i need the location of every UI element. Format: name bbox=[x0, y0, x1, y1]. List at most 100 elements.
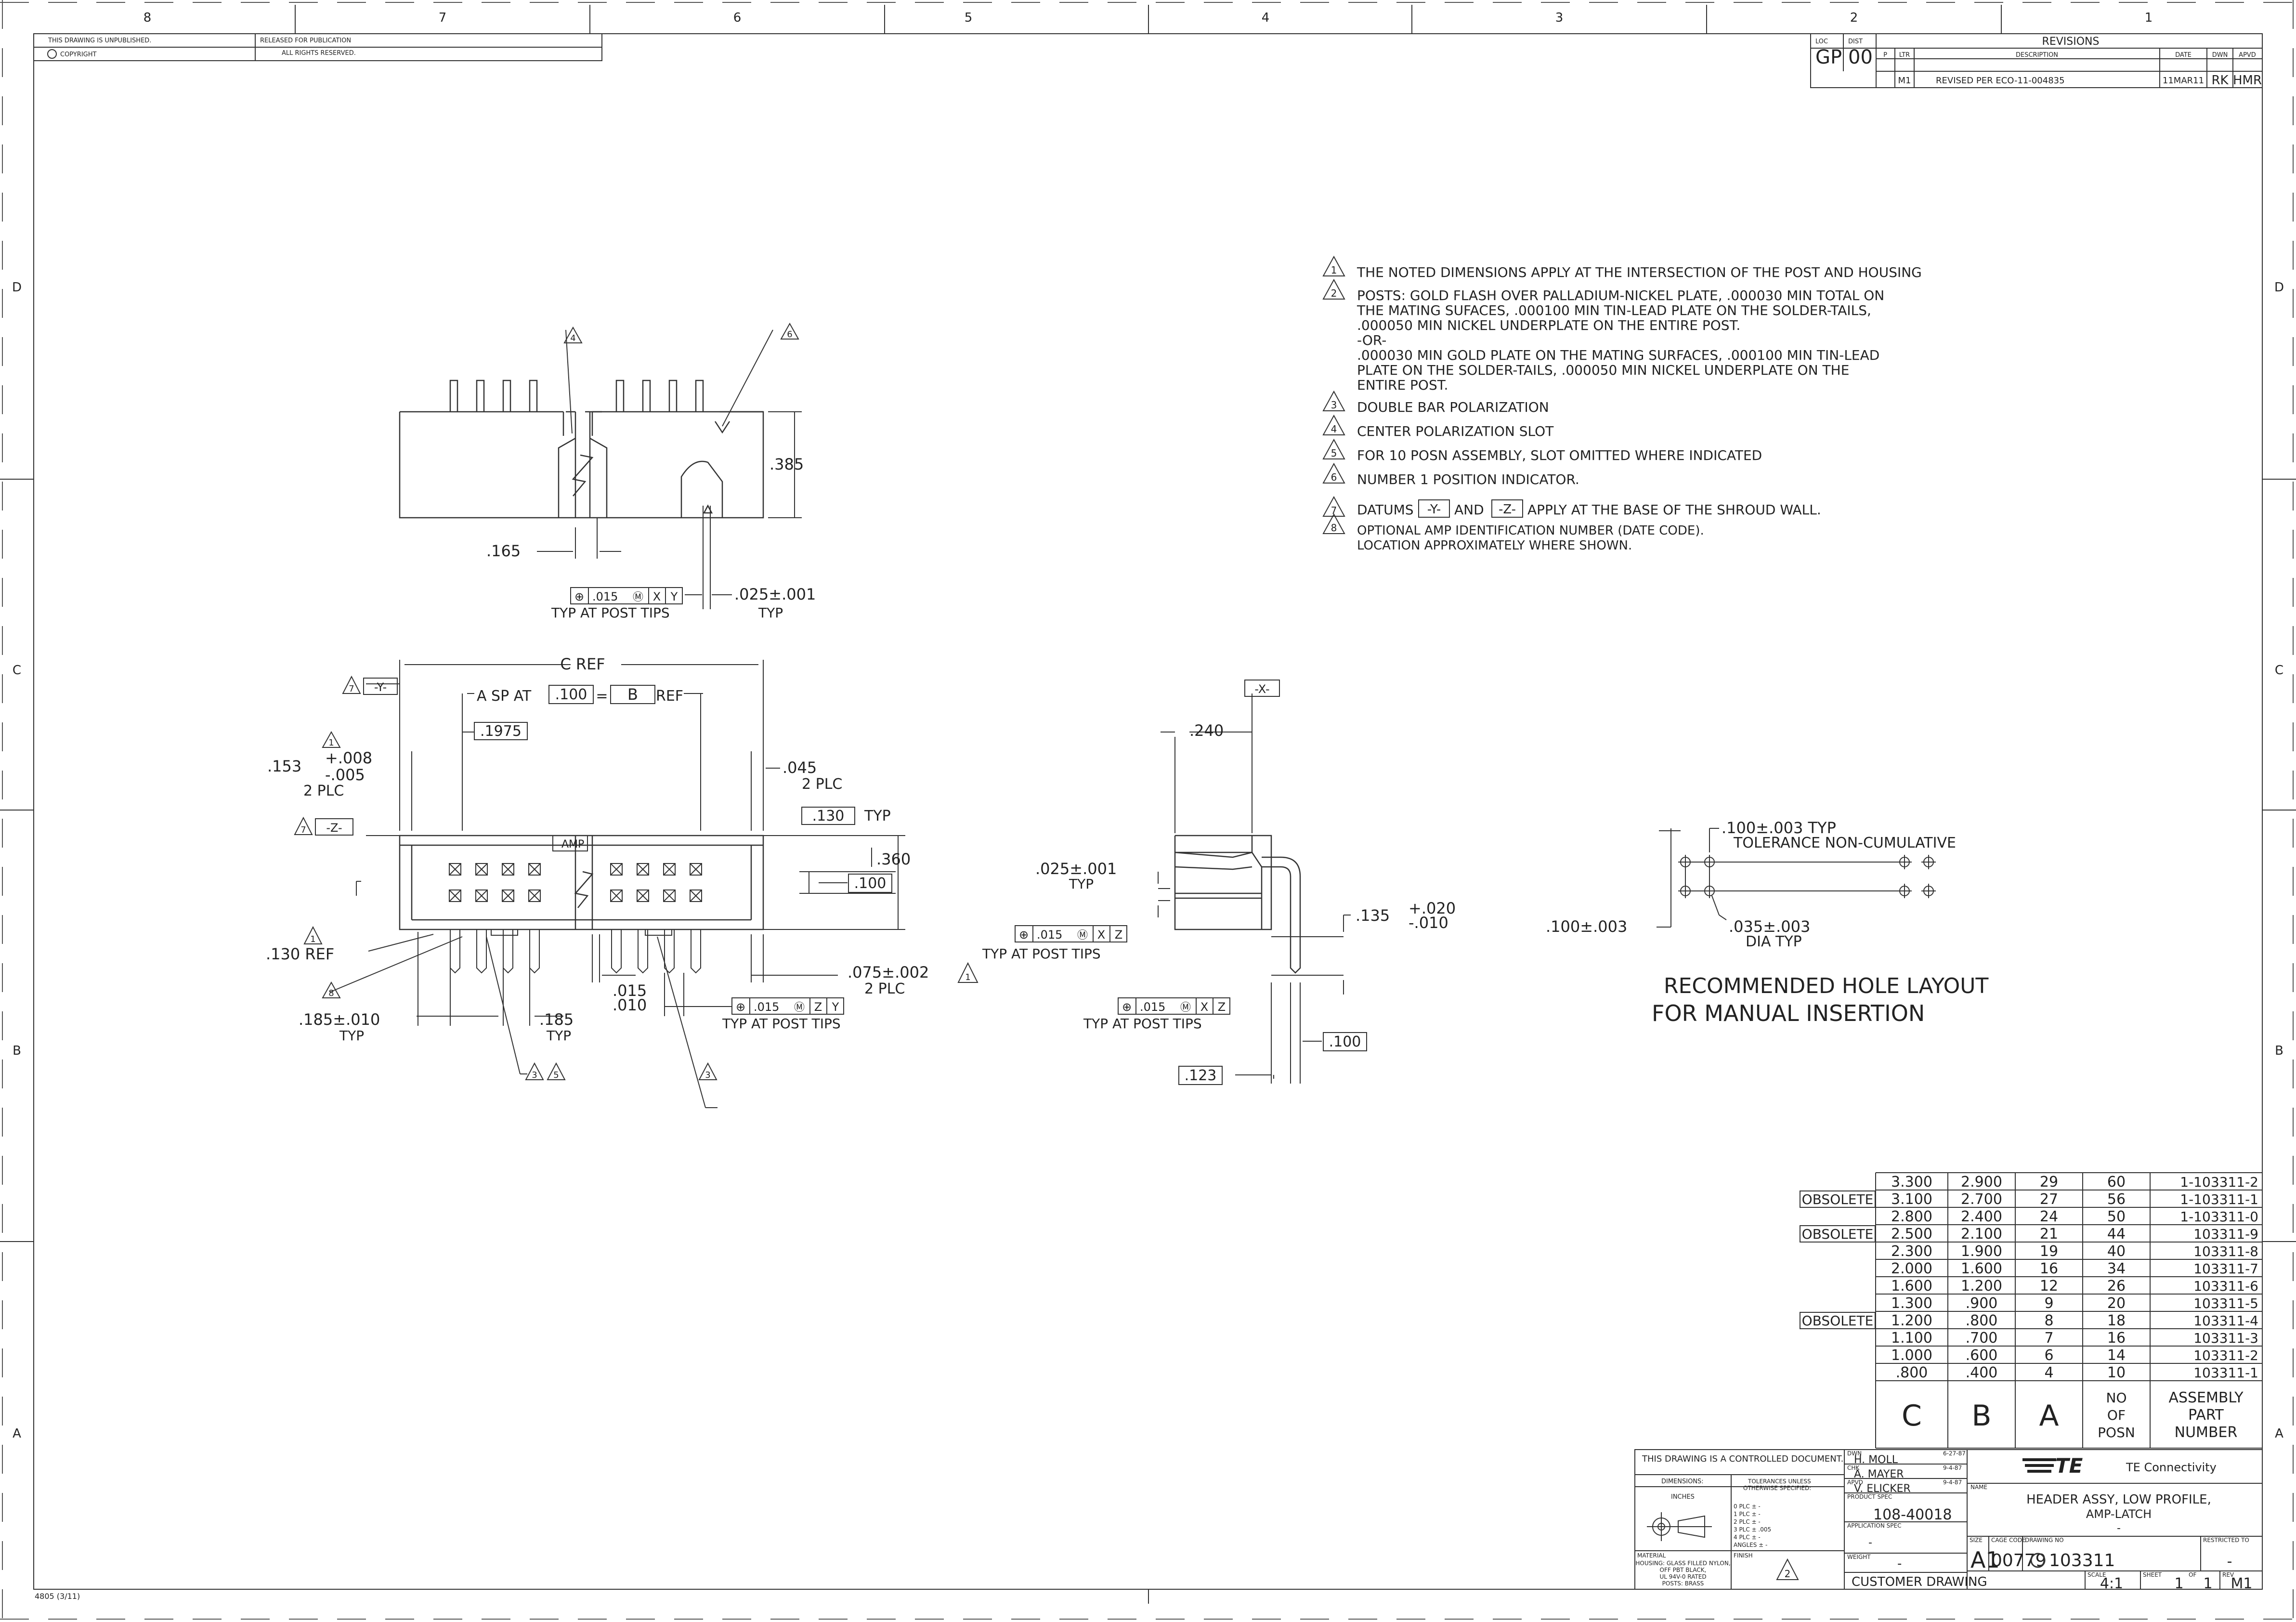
front-flag-1b bbox=[303, 926, 323, 944]
cell-b: 2.700 bbox=[1961, 1191, 2002, 1208]
row-label-a: A bbox=[13, 1426, 21, 1441]
cell-a: 7 bbox=[2044, 1330, 2053, 1347]
note-4-line: CENTER POLARIZATION SLOT bbox=[1357, 423, 1554, 439]
of-value: 1 bbox=[2203, 1575, 2212, 1592]
note-flag-7-num: 7 bbox=[1331, 505, 1337, 516]
restricted-label: RESTRICTED TO bbox=[2203, 1537, 2249, 1544]
note-flag-3 bbox=[1322, 390, 1345, 411]
pin-cell bbox=[502, 863, 514, 876]
of-label: OF bbox=[2189, 1571, 2196, 1578]
front-flag-7b-num: 7 bbox=[300, 825, 306, 835]
side-fcf-2: ⊕ .015 Ⓜ X Z bbox=[1118, 997, 1230, 1015]
revisions-heading: REVISIONS bbox=[2042, 36, 2100, 48]
front-d-015: .015 bbox=[613, 981, 647, 1000]
cell-a: 6 bbox=[2044, 1347, 2053, 1364]
cell-a: 19 bbox=[2040, 1243, 2058, 1260]
drawing-name-3: - bbox=[2117, 1522, 2121, 1534]
front-typ-b: TYP bbox=[339, 1028, 364, 1044]
size-label: SIZE bbox=[1970, 1537, 1983, 1544]
cell-b: 2.900 bbox=[1961, 1174, 2002, 1190]
finish-label: FINISH bbox=[1734, 1552, 1753, 1559]
side-fcf2-d1: X bbox=[1200, 1000, 1208, 1014]
front-fcf-d1: Z bbox=[814, 1000, 822, 1014]
dwn-label: DWN bbox=[1847, 1450, 1862, 1457]
front-2plc-a: 2 PLC bbox=[303, 783, 344, 799]
revisions-block: REVISIONS LOC DIST GP 00 P LTR DESCRIPTI… bbox=[1810, 33, 2263, 88]
material-1: HOUSING: GLASS FILLED NYLON, bbox=[1635, 1560, 1730, 1567]
obsolete-badge: OBSOLETE bbox=[1802, 1191, 1874, 1207]
front-d-1975: .1975 bbox=[480, 723, 522, 740]
cell-a: 4 bbox=[2044, 1364, 2053, 1381]
row-label-b: B bbox=[13, 1044, 21, 1058]
pin-cell bbox=[663, 889, 676, 902]
app-spec: - bbox=[1868, 1537, 1872, 1549]
inches-label: INCHES bbox=[1671, 1493, 1695, 1501]
scale-value: 4:1 bbox=[2100, 1575, 2123, 1592]
apvd-label: APVD bbox=[1847, 1479, 1863, 1486]
chk-label: CHK bbox=[1847, 1465, 1860, 1471]
note-flag-4-num: 4 bbox=[1331, 423, 1337, 435]
dist-label: DIST bbox=[1848, 38, 1863, 45]
cell-c: 3.300 bbox=[1891, 1174, 1932, 1190]
cell-posn: 60 bbox=[2107, 1174, 2126, 1190]
front-d-130ref: .130 REF bbox=[266, 945, 334, 963]
note-2-line: POSTS: GOLD FLASH OVER PALLADIUM-NICKEL … bbox=[1357, 288, 1884, 303]
side-datum-x: -X- bbox=[1254, 682, 1269, 696]
cell-b: .800 bbox=[1966, 1312, 1998, 1329]
finish-flag bbox=[1776, 1558, 1799, 1580]
table-head-pn-2: PART bbox=[2188, 1407, 2224, 1424]
rev-head-dwn: DWN bbox=[2212, 52, 2228, 59]
cell-b: 2.400 bbox=[1961, 1208, 2002, 1225]
mmc-icon: Ⓜ bbox=[633, 591, 643, 603]
table-head-a: A bbox=[2039, 1399, 2059, 1433]
hole-caption-1: RECOMMENDED HOLE LAYOUT bbox=[1664, 974, 1988, 998]
front-flag-8-num: 8 bbox=[328, 988, 334, 998]
cell-part-number: 103311-6 bbox=[2193, 1278, 2258, 1294]
col-label-3: 3 bbox=[1555, 11, 1564, 25]
cell-c: 3.100 bbox=[1891, 1191, 1932, 1208]
hole-dia-typ: DIA TYP bbox=[1746, 933, 1802, 950]
copyright-icon bbox=[47, 49, 57, 59]
note-flag-6-num: 6 bbox=[1331, 471, 1337, 483]
dwg-label: DRAWING NO bbox=[2025, 1537, 2064, 1544]
plc-4: 4 PLC ± - bbox=[1734, 1534, 1761, 1541]
cell-part-number: 1-103311-0 bbox=[2180, 1209, 2258, 1225]
apvd-name: V. ELICKER bbox=[1854, 1483, 1911, 1495]
side-d-025: .025±.001 bbox=[1035, 860, 1117, 878]
product-spec-label: PRODUCT SPEC bbox=[1847, 1493, 1892, 1500]
material-2: OFF PBT BLACK, bbox=[1660, 1567, 1707, 1573]
table-head-pn-1: ASSEMBLY bbox=[2168, 1389, 2244, 1406]
pin-cell bbox=[690, 889, 702, 902]
side-d-123: .123 bbox=[1185, 1067, 1217, 1084]
finish-flag-num: 2 bbox=[1785, 1568, 1791, 1580]
note7-datum-z: -Z- bbox=[1499, 502, 1516, 517]
front-flag-5 bbox=[547, 1062, 566, 1080]
front-d-100: .100 bbox=[854, 875, 887, 892]
pin-cell bbox=[637, 889, 649, 902]
cell-part-number: 103311-7 bbox=[2193, 1261, 2258, 1277]
cell-part-number: 103311-3 bbox=[2193, 1330, 2258, 1346]
side-typ-post-2: TYP AT POST TIPS bbox=[1083, 1016, 1202, 1032]
app-spec-label: APPLICATION SPEC bbox=[1847, 1522, 1901, 1529]
cell-posn: 40 bbox=[2107, 1243, 2126, 1260]
side-mmc-icon-1: Ⓜ bbox=[1077, 929, 1088, 942]
cell-part-number: 103311-8 bbox=[2193, 1243, 2258, 1259]
note-2-line: .000050 MIN NICKEL UNDERPLATE ON THE ENT… bbox=[1357, 317, 1740, 333]
rev-description: REVISED PER ECO-11-004835 bbox=[1936, 76, 2065, 86]
side-tol-minus: -.010 bbox=[1409, 914, 1448, 932]
cell-posn: 16 bbox=[2107, 1330, 2126, 1347]
note-flag-7 bbox=[1322, 496, 1345, 517]
rev-dwn: RK bbox=[2211, 73, 2229, 88]
col-label-2: 2 bbox=[1850, 11, 1858, 25]
note-flag-2-num: 2 bbox=[1331, 288, 1337, 299]
cell-c: 1.300 bbox=[1891, 1295, 1932, 1312]
cell-part-number: 103311-1 bbox=[2193, 1365, 2258, 1381]
note7-pre: DATUMS bbox=[1357, 502, 1414, 518]
note-2-line: ENTIRE POST. bbox=[1357, 377, 1448, 393]
note-5-line: FOR 10 POSN ASSEMBLY, SLOT OMITTED WHERE… bbox=[1357, 447, 1762, 463]
cell-a: 29 bbox=[2040, 1174, 2058, 1190]
pin-cell bbox=[475, 863, 488, 876]
